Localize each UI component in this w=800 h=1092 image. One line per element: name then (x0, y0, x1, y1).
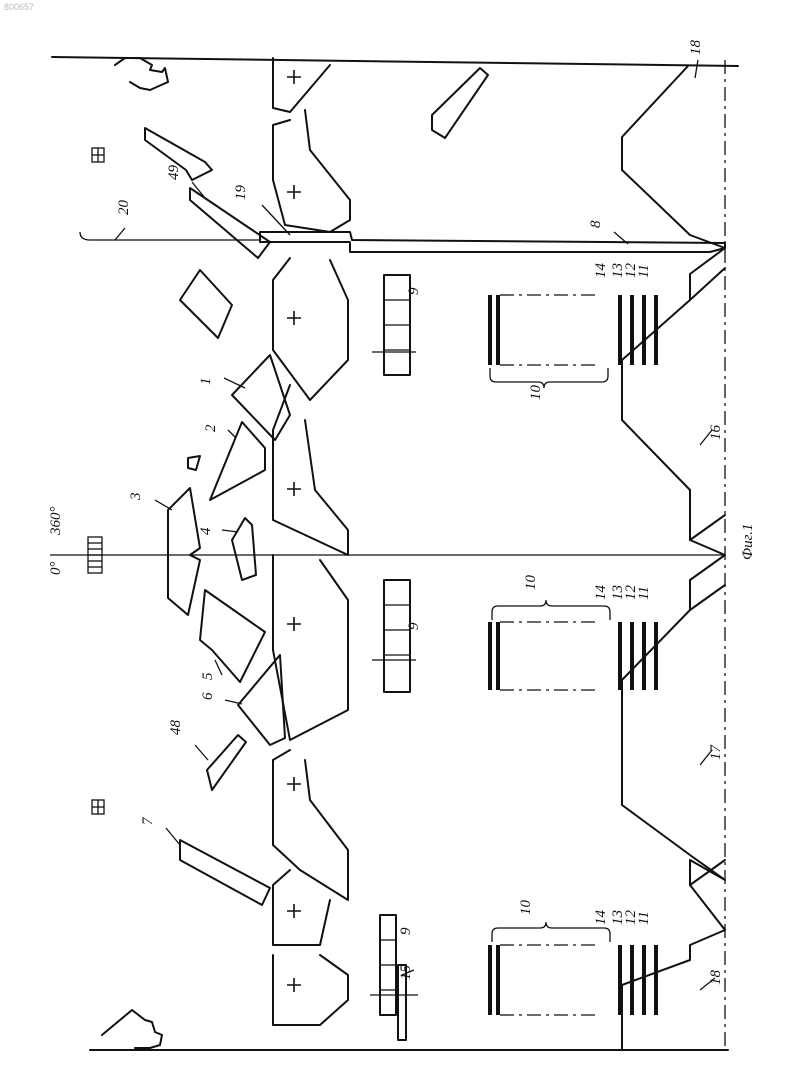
upper-diamond-1 (273, 58, 330, 112)
cross-mark (287, 978, 301, 992)
part-5 (200, 590, 265, 682)
label-1: 1 (198, 378, 214, 386)
upper-diamond-6 (273, 750, 348, 900)
label-19: 19 (233, 185, 249, 201)
label-13b: 13 (610, 585, 626, 600)
grid-mark-icon (92, 148, 104, 162)
cross-mark (287, 185, 301, 199)
leader-1 (224, 378, 245, 388)
cross-mark (287, 617, 301, 631)
leader-4 (222, 530, 238, 532)
part-10-group-1 (490, 295, 656, 365)
figure-caption: Фиг.1 (740, 524, 756, 560)
upper-diamond-7 (273, 870, 330, 945)
label-14a: 14 (593, 263, 609, 279)
cross-mark (287, 777, 301, 791)
part-4 (232, 518, 256, 580)
label-9a: 9 (406, 287, 422, 295)
part-3 (168, 488, 200, 615)
leader-48 (195, 745, 208, 760)
top-frame-line (52, 57, 738, 66)
part-10-group-3 (490, 945, 656, 1015)
label-10b: 10 (523, 575, 539, 591)
label-9c: 9 (398, 927, 414, 935)
leader-3 (155, 500, 172, 510)
upper-diamond-4 (273, 385, 348, 555)
small-notch-part (188, 456, 200, 470)
angle-label-end: 360° (48, 507, 64, 537)
label-18b: 18 (708, 970, 724, 986)
sawtooth-link-3 (690, 585, 725, 610)
label-5: 5 (200, 672, 216, 680)
part-7 (180, 840, 270, 905)
part-9-stack-2 (372, 580, 416, 692)
angle-label-start: 0° (48, 562, 64, 576)
label-13a: 13 (610, 263, 626, 278)
cross-mark (287, 482, 301, 496)
corner-bracket-bottom (102, 1010, 162, 1048)
leader-2 (228, 430, 236, 438)
label-2: 2 (203, 424, 219, 432)
leader-5 (215, 660, 222, 675)
slanted-part-49 (190, 188, 270, 258)
label-10a: 10 (528, 385, 544, 401)
corner-bracket-top (115, 58, 168, 90)
label-18a: 18 (688, 40, 704, 56)
label-3: 3 (128, 493, 144, 502)
leader-7 (166, 828, 180, 845)
label-15: 15 (398, 965, 414, 981)
label-6: 6 (200, 692, 216, 700)
label-14b: 14 (593, 585, 609, 601)
grid-mark-icon (92, 800, 104, 814)
scale-mark-icon (88, 537, 102, 573)
brace-10-1 (490, 368, 608, 388)
part-6 (238, 655, 285, 745)
sawtooth-link-2 (690, 515, 725, 540)
label-20: 20 (116, 200, 132, 216)
label-48: 48 (168, 720, 184, 736)
label-7: 7 (140, 816, 156, 825)
part-10-group-2 (490, 622, 656, 690)
label-49: 49 (166, 165, 182, 181)
label-9b: 9 (406, 622, 422, 630)
cross-mark (287, 311, 301, 325)
upper-diamond-2 (273, 110, 350, 232)
part-8-shaft (260, 232, 725, 252)
leader-20 (115, 228, 125, 240)
slanted-part-top-b (432, 68, 488, 138)
upper-diamond-3 (273, 258, 348, 400)
sawtooth-link-1 (690, 268, 725, 300)
label-13c: 13 (610, 910, 626, 925)
label-8: 8 (588, 220, 604, 228)
part-2 (210, 422, 265, 500)
part-48 (207, 735, 246, 790)
label-4: 4 (198, 527, 214, 535)
pointer-hook (80, 232, 90, 240)
cross-mark (287, 70, 301, 84)
label-14c: 14 (593, 910, 609, 926)
cross-mark (287, 904, 301, 918)
leader-18a (695, 60, 698, 78)
label-10c: 10 (518, 900, 534, 916)
brace-10-2 (492, 600, 610, 620)
bottom-sawtooth-profile (622, 66, 725, 1050)
leader-19 (262, 205, 290, 235)
upper-diamond-8 (273, 955, 348, 1025)
part-block-a (180, 270, 232, 338)
